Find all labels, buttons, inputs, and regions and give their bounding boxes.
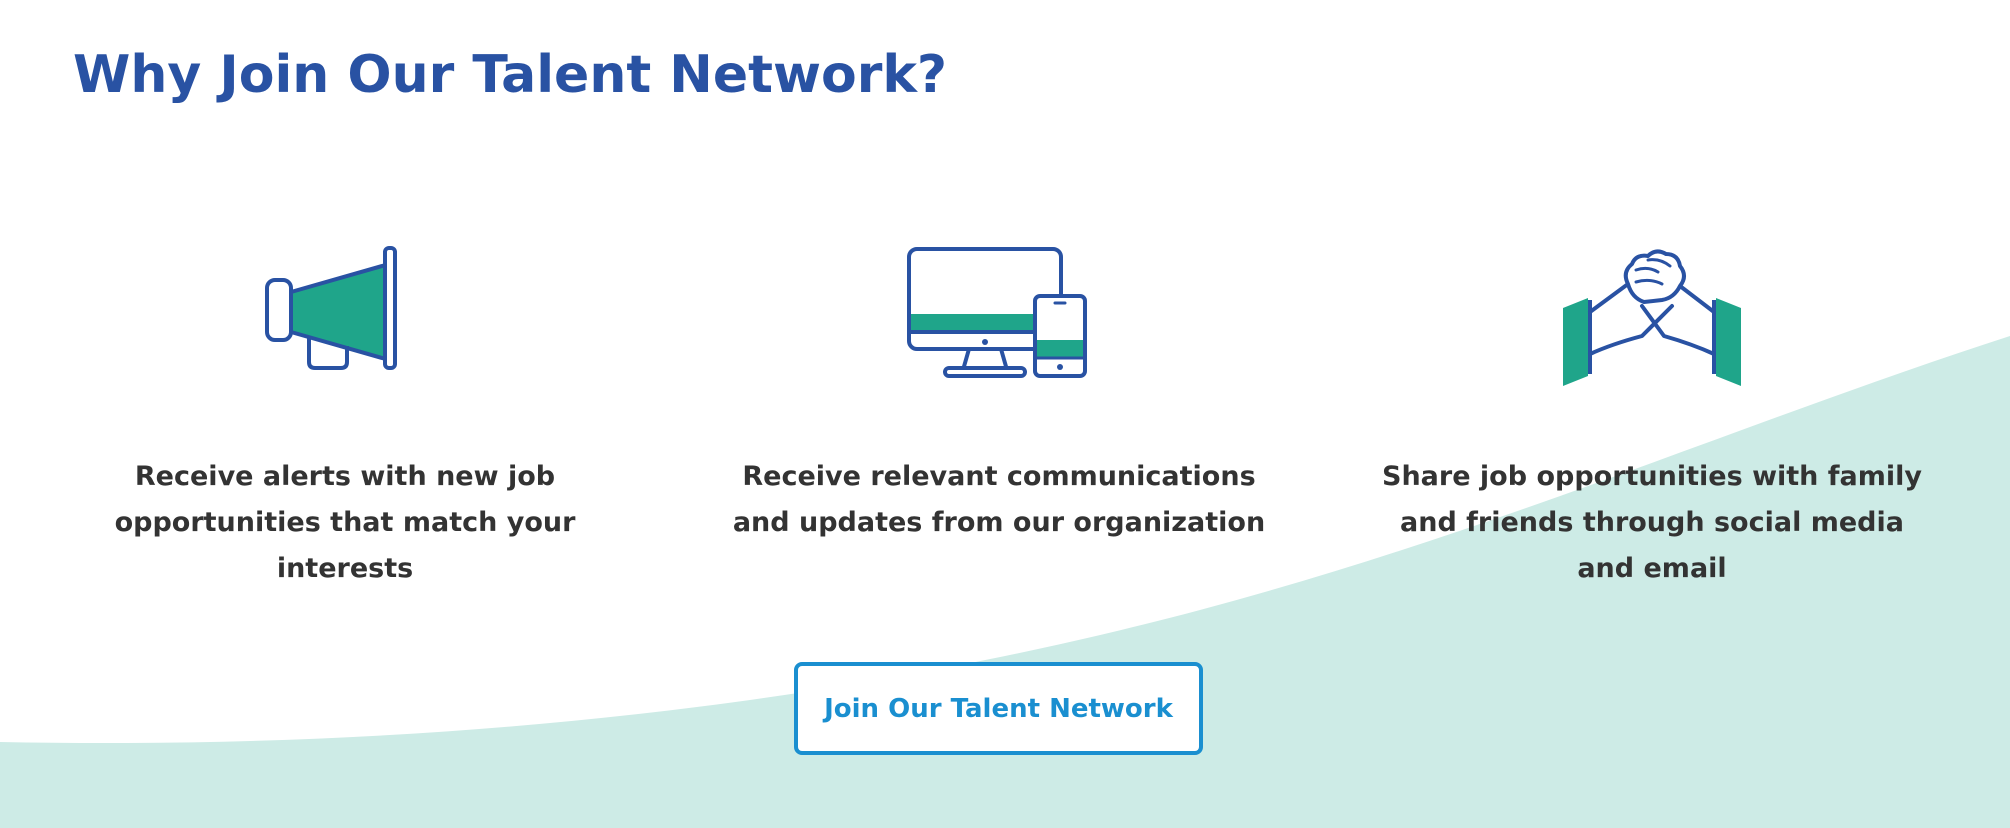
join-talent-network-button[interactable]: Join Our Talent Network — [794, 662, 1203, 755]
devices-icon — [899, 236, 1099, 396]
handshake-icon — [1552, 236, 1752, 396]
feature-description: Share job opportunities with family and … — [1382, 461, 1922, 584]
feature-description: Receive relevant communications and upda… — [732, 461, 1266, 538]
feature-description: Receive alerts with new job opportunitie… — [114, 461, 576, 584]
page-title: Why Join Our Talent Network? — [73, 45, 948, 105]
megaphone-icon — [245, 236, 445, 396]
